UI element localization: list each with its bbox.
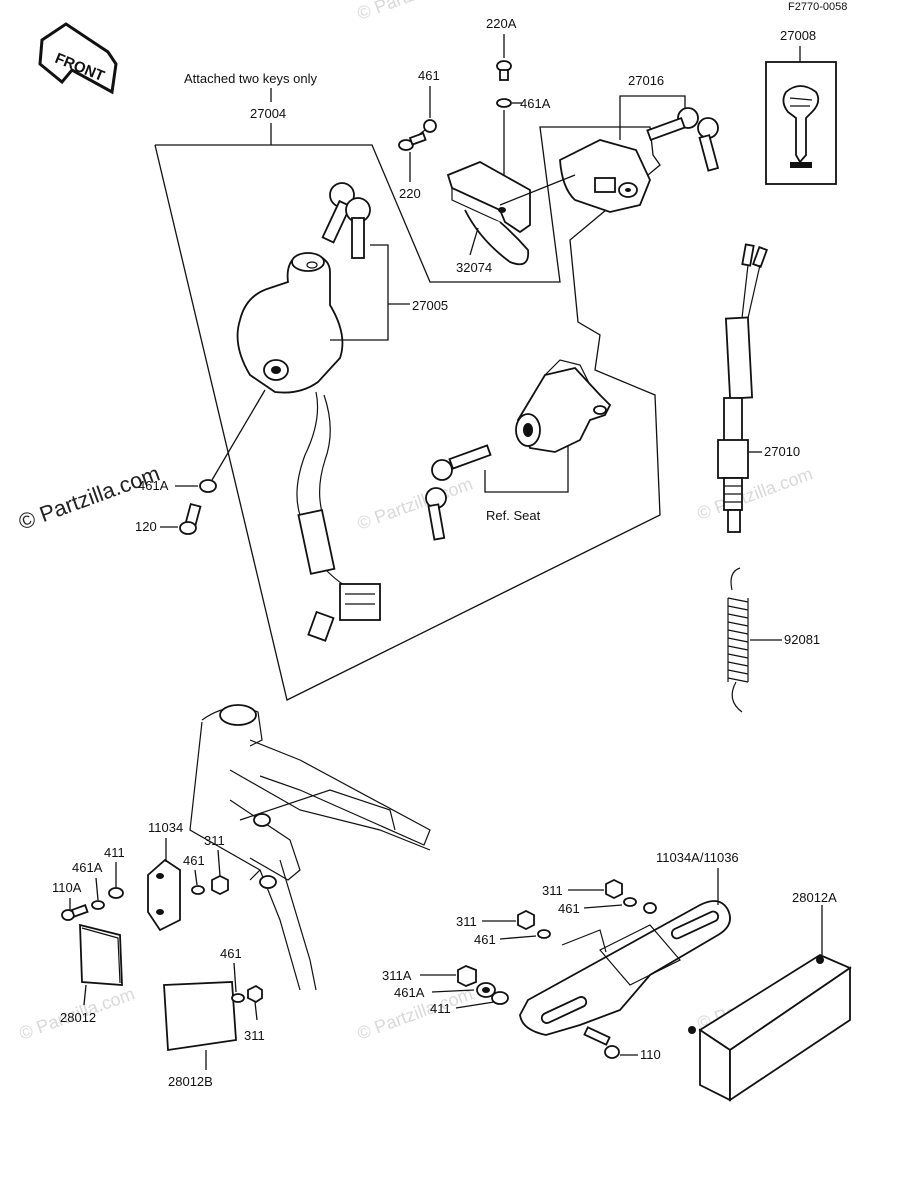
label-411-left: 411 <box>104 845 125 860</box>
note-text: Attached two keys only <box>184 71 317 86</box>
label-27004: 27004 <box>250 106 286 121</box>
label-311-r1: 311 <box>542 883 563 898</box>
label-461-b2: 461 <box>220 946 242 961</box>
label-27008: 27008 <box>780 28 816 43</box>
keys-27016 <box>646 107 720 172</box>
washer-461a-left <box>199 479 217 493</box>
watermark-center: © Partzilla.com <box>355 473 476 533</box>
bracket-11034a <box>519 900 731 1036</box>
label-120: 120 <box>135 519 157 534</box>
label-311-b2: 311 <box>244 1028 265 1043</box>
spring-92081 <box>727 567 749 713</box>
motorcycle-frame <box>189 704 431 991</box>
label-461-r2: 461 <box>474 932 496 947</box>
label-32074: 32074 <box>456 260 492 275</box>
screw-220a <box>496 60 512 81</box>
switch-27010 <box>717 243 768 533</box>
label-ref-seat: Ref. Seat <box>486 508 541 523</box>
bolt-120 <box>179 502 202 535</box>
lock-27016 <box>559 139 651 213</box>
reflector-28012a <box>688 953 852 1102</box>
watermark-right: © Partzilla.com <box>695 463 816 523</box>
label-461-top: 461 <box>418 68 440 83</box>
ignition-switch <box>236 252 381 642</box>
bracket-11034 <box>147 858 181 932</box>
label-28012b: 28012B <box>168 1074 213 1089</box>
label-28012: 28012 <box>60 1010 96 1025</box>
label-28012a: 28012A <box>792 890 837 905</box>
label-461a-r: 461A <box>394 985 425 1000</box>
label-27005: 27005 <box>412 298 448 313</box>
watermark-top: © Partzilla.com <box>355 0 476 24</box>
screw-220 <box>398 132 427 151</box>
bolt-110a <box>61 904 89 921</box>
label-92081: 92081 <box>784 632 820 647</box>
label-220a: 220A <box>486 16 517 31</box>
label-461-r1: 461 <box>558 901 580 916</box>
bracket-32074 <box>446 161 531 266</box>
label-461a-left: 461A <box>138 478 169 493</box>
keys-27005 <box>321 182 371 259</box>
label-461a-bl: 461A <box>72 860 103 875</box>
label-220: 220 <box>399 186 421 201</box>
label-11034a: 11034A/11036 <box>656 850 739 865</box>
seat-lock <box>515 359 612 453</box>
label-110a: 110A <box>52 880 82 895</box>
label-110: 110 <box>640 1047 661 1062</box>
label-311-bl: 311 <box>204 833 225 848</box>
label-311a: 311A <box>382 968 412 983</box>
label-461a-top: 461A <box>520 96 551 111</box>
keys-seat <box>425 444 492 541</box>
label-27010: 27010 <box>764 444 800 459</box>
label-27016: 27016 <box>628 73 664 88</box>
reflector-28012b <box>163 981 237 1052</box>
label-11034: 11034 <box>148 820 183 835</box>
label-411-r: 411 <box>430 1001 451 1016</box>
ref-code: F2770-0058 <box>788 1 847 13</box>
label-311-r2: 311 <box>456 914 477 929</box>
label-461-bl: 461 <box>183 853 205 868</box>
reflector-28012 <box>79 923 123 986</box>
bolt-110 <box>583 1026 620 1059</box>
key-card-27008 <box>765 61 837 185</box>
front-arrow: FRONT <box>38 22 118 95</box>
